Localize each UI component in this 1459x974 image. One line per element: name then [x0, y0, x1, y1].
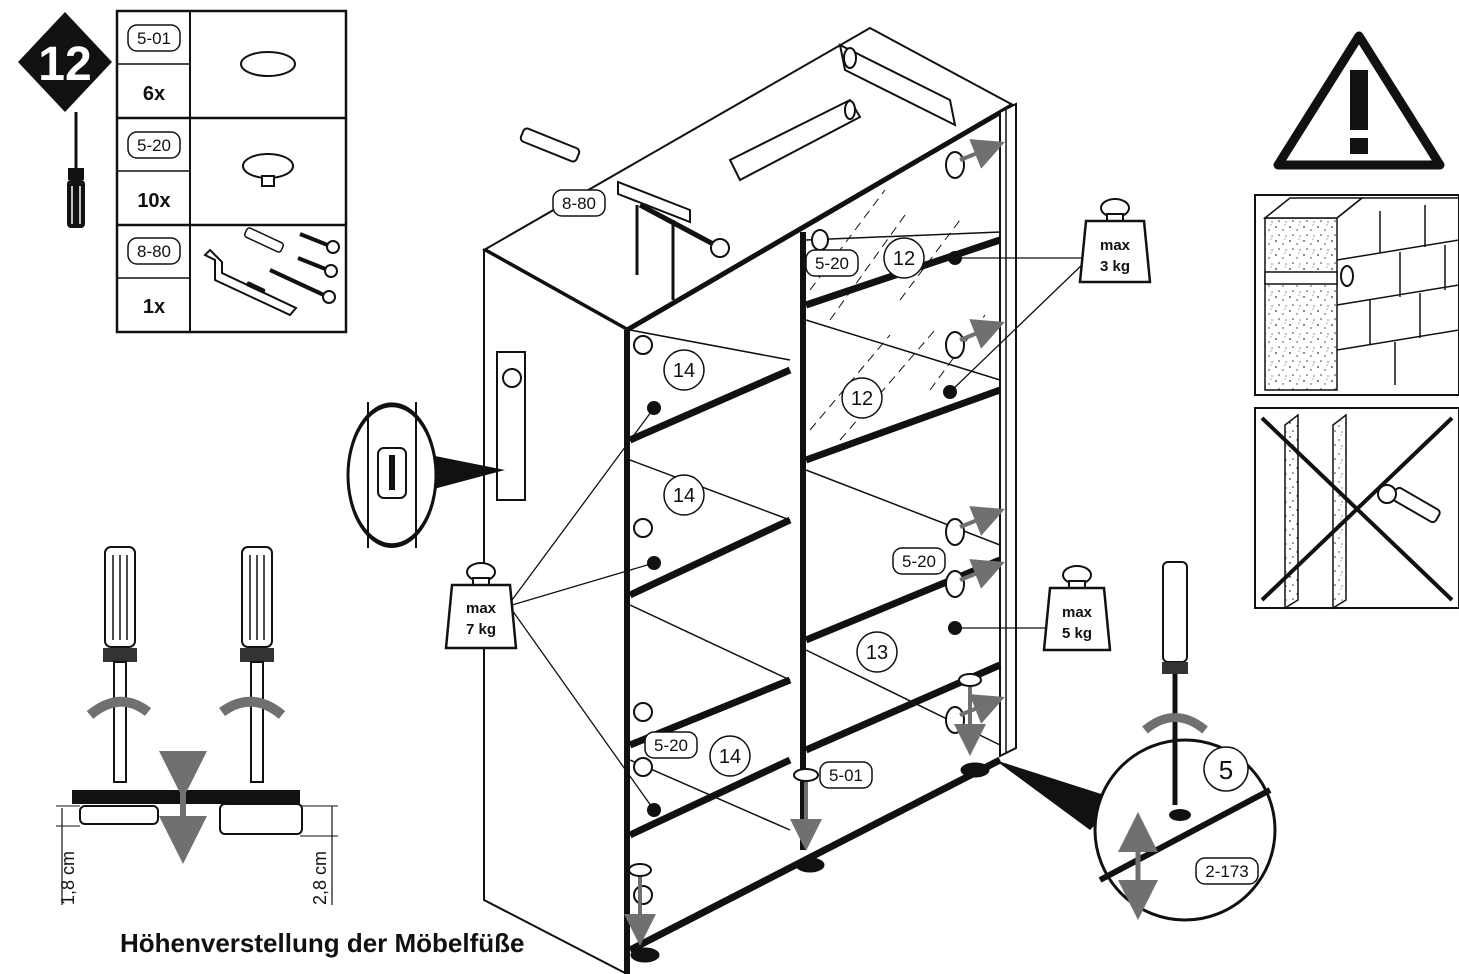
shelf-number-bubbles	[663, 237, 925, 777]
step-number: 12	[38, 38, 91, 91]
part-qty: 10x	[137, 190, 170, 212]
rotate-arrow-icon	[86, 696, 152, 719]
rotate-arrow-icon	[219, 696, 286, 719]
shelf-label: 14	[719, 746, 741, 768]
step-badge: 12	[18, 12, 112, 112]
part-code: 5-20	[137, 136, 171, 155]
screw-icon	[299, 232, 340, 254]
zoom-number: 5	[1219, 755, 1233, 785]
height-adjust-caption: Höhenverstellung der Möbelfüße	[120, 928, 525, 958]
shelf-label: 12	[893, 248, 915, 270]
warning-icon	[1273, 31, 1445, 170]
part-code: 5-01	[137, 29, 171, 48]
cabinet-illustration	[481, 26, 1017, 974]
height-adjust-diagram: 1,8 cm 2,8 cm	[56, 546, 338, 905]
part-callouts	[552, 189, 946, 789]
callout-label: 5-01	[829, 766, 863, 785]
part-code: 8-80	[137, 242, 171, 261]
shelf-pin-icon	[242, 153, 294, 187]
cap-disc-icon	[240, 51, 296, 77]
screwdriver-icon	[103, 546, 137, 783]
weight-3kg: max 3 kg	[1078, 198, 1152, 284]
shelf-label: 14	[673, 360, 695, 382]
part-qty: 1x	[143, 296, 165, 318]
weight-7kg: max 7 kg	[444, 562, 518, 650]
callout-label: 5-20	[902, 552, 936, 571]
pin-arrows	[959, 139, 1005, 724]
callout-label: 8-80	[562, 194, 596, 213]
part-qty: 6x	[143, 83, 165, 105]
hollow-wall-illustration	[1254, 407, 1459, 610]
svg-text:max: max	[1062, 604, 1093, 621]
dowel-icon	[243, 227, 285, 253]
callout-label: 2-173	[1205, 862, 1248, 881]
height-high-label: 2,8 cm	[310, 851, 330, 905]
screw-icon	[297, 256, 338, 278]
svg-text:5 kg: 5 kg	[1062, 625, 1092, 642]
part-row-5-01: 5-01 6x	[127, 24, 296, 105]
shelf-label: 13	[866, 642, 888, 664]
solid-wall-illustration	[1254, 194, 1459, 396]
wall-bracket-icon	[203, 227, 340, 317]
height-low-label: 1,8 cm	[58, 851, 78, 905]
screwdriver-icon	[67, 112, 85, 228]
foot-zoom-detail: 5 2-173	[995, 561, 1277, 922]
svg-text:max: max	[1100, 237, 1131, 254]
screw-icon	[269, 268, 336, 304]
screwdriver-icon	[1162, 561, 1188, 805]
cap-insert	[624, 673, 986, 946]
part-row-8-80: 8-80 1x	[127, 227, 340, 318]
part-row-5-20: 5-20 10x	[127, 131, 294, 212]
svg-text:7 kg: 7 kg	[466, 621, 496, 638]
load-leaders	[511, 257, 1086, 811]
callout-label: 5-20	[815, 254, 849, 273]
shelf-label: 12	[851, 388, 873, 410]
screwdriver-icon	[240, 546, 274, 783]
parts-table: 5-01 6x 5-20 10x 8-80 1x	[115, 9, 348, 334]
weight-5kg: max 5 kg	[1042, 565, 1112, 652]
svg-text:3 kg: 3 kg	[1100, 258, 1130, 275]
level-zoom-detail	[346, 402, 505, 548]
svg-text:max: max	[466, 600, 497, 617]
shelf-label: 14	[673, 485, 695, 507]
callout-label: 5-20	[654, 736, 688, 755]
